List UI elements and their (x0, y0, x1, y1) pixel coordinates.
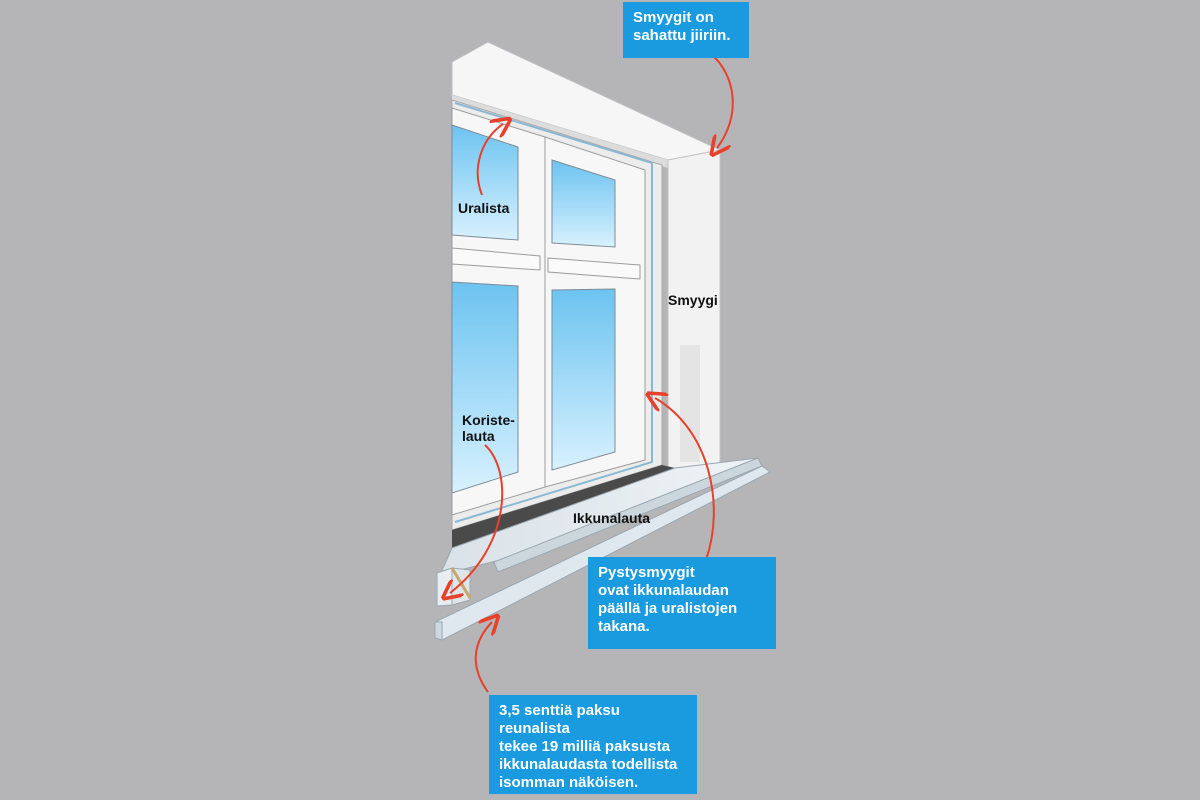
label-line: Koriste- (462, 412, 515, 428)
arrow-uralista (476, 124, 503, 196)
label-ikkunalauta: Ikkunalauta (573, 510, 651, 526)
callout-line: tekee 19 milliä paksusta (499, 738, 670, 755)
callout-mitred: Smyygit on sahattu jiiriin. (623, 2, 749, 58)
label-koristelauta: Koriste- lauta (462, 412, 515, 444)
label-smyygi: Smyygi (668, 292, 718, 308)
arrow-vertical (655, 398, 715, 561)
glass-pane (451, 124, 519, 241)
arrow-edge (474, 622, 492, 693)
arrow-mitred (712, 54, 734, 148)
label-line: lauta (462, 428, 495, 444)
callout-line: päällä ja uralistojen (598, 600, 738, 617)
callout-edge: 3,5 senttiä paksu reunalista tekee 19 mi… (489, 695, 697, 794)
glass-pane (451, 281, 519, 494)
callout-line: ovat ikkunalaudan (598, 582, 729, 599)
callout-line: ikkunalaudasta todellista (499, 756, 678, 773)
decorative-board (436, 567, 453, 607)
callout-line: Smyygit on (633, 9, 714, 26)
callout-line: takana. (598, 618, 650, 635)
label-uralista: Uralista (458, 200, 510, 216)
glass-pane (551, 159, 616, 248)
callout-line: Pystysmyygit (598, 564, 695, 581)
callout-line: sahattu jiiriin. (633, 27, 731, 44)
callout-line: isomman näköisen. (499, 774, 639, 791)
callout-line: 3,5 senttiä paksu reunalista (499, 702, 620, 737)
callout-vertical: Pystysmyygit ovat ikkunalaudan päällä ja… (588, 557, 776, 649)
glass-pane (551, 288, 616, 471)
arrow-koristelauta (450, 444, 504, 593)
